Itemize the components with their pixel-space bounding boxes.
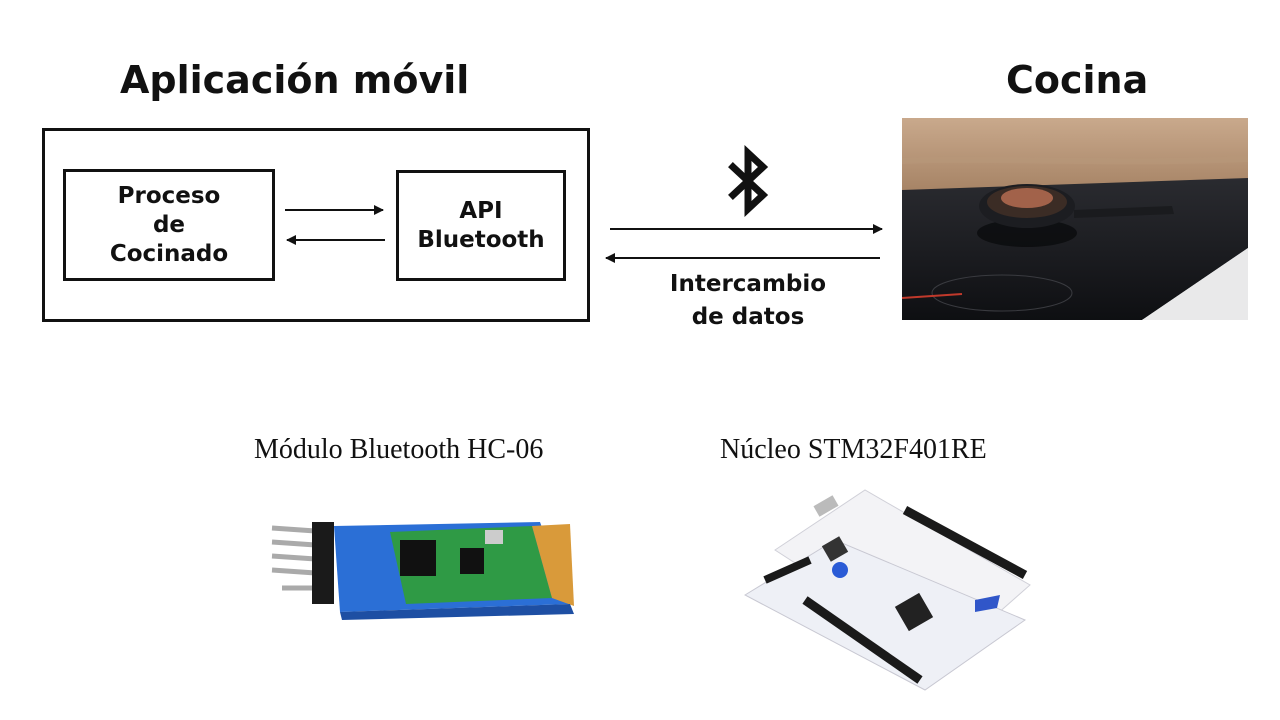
process-label-line: de [152,211,186,238]
stm32-nucleo-image [735,480,1035,700]
exchange-label-line: de datos [691,304,805,330]
stm32-caption: Núcleo STM32F401RE [720,434,987,465]
app-title: Aplicación móvil [120,58,470,102]
api-label-line: API [459,197,503,224]
data-exchange-label: Intercambio de datos [648,270,848,332]
process-label-line: Proceso [117,182,221,209]
api-label-line: Bluetooth [417,226,545,253]
api-bluetooth-box: API Bluetooth [396,170,566,281]
exchange-label-line: Intercambio [669,271,827,297]
hc06-module-image [270,512,600,622]
kitchen-title: Cocina [1006,58,1149,102]
process-label-line: Cocinado [109,240,229,267]
cooking-process-box: Proceso de Cocinado [63,169,275,281]
kitchen-cooktop-image [902,118,1248,320]
bluetooth-icon [728,144,769,218]
hc06-caption: Módulo Bluetooth HC-06 [254,434,544,465]
